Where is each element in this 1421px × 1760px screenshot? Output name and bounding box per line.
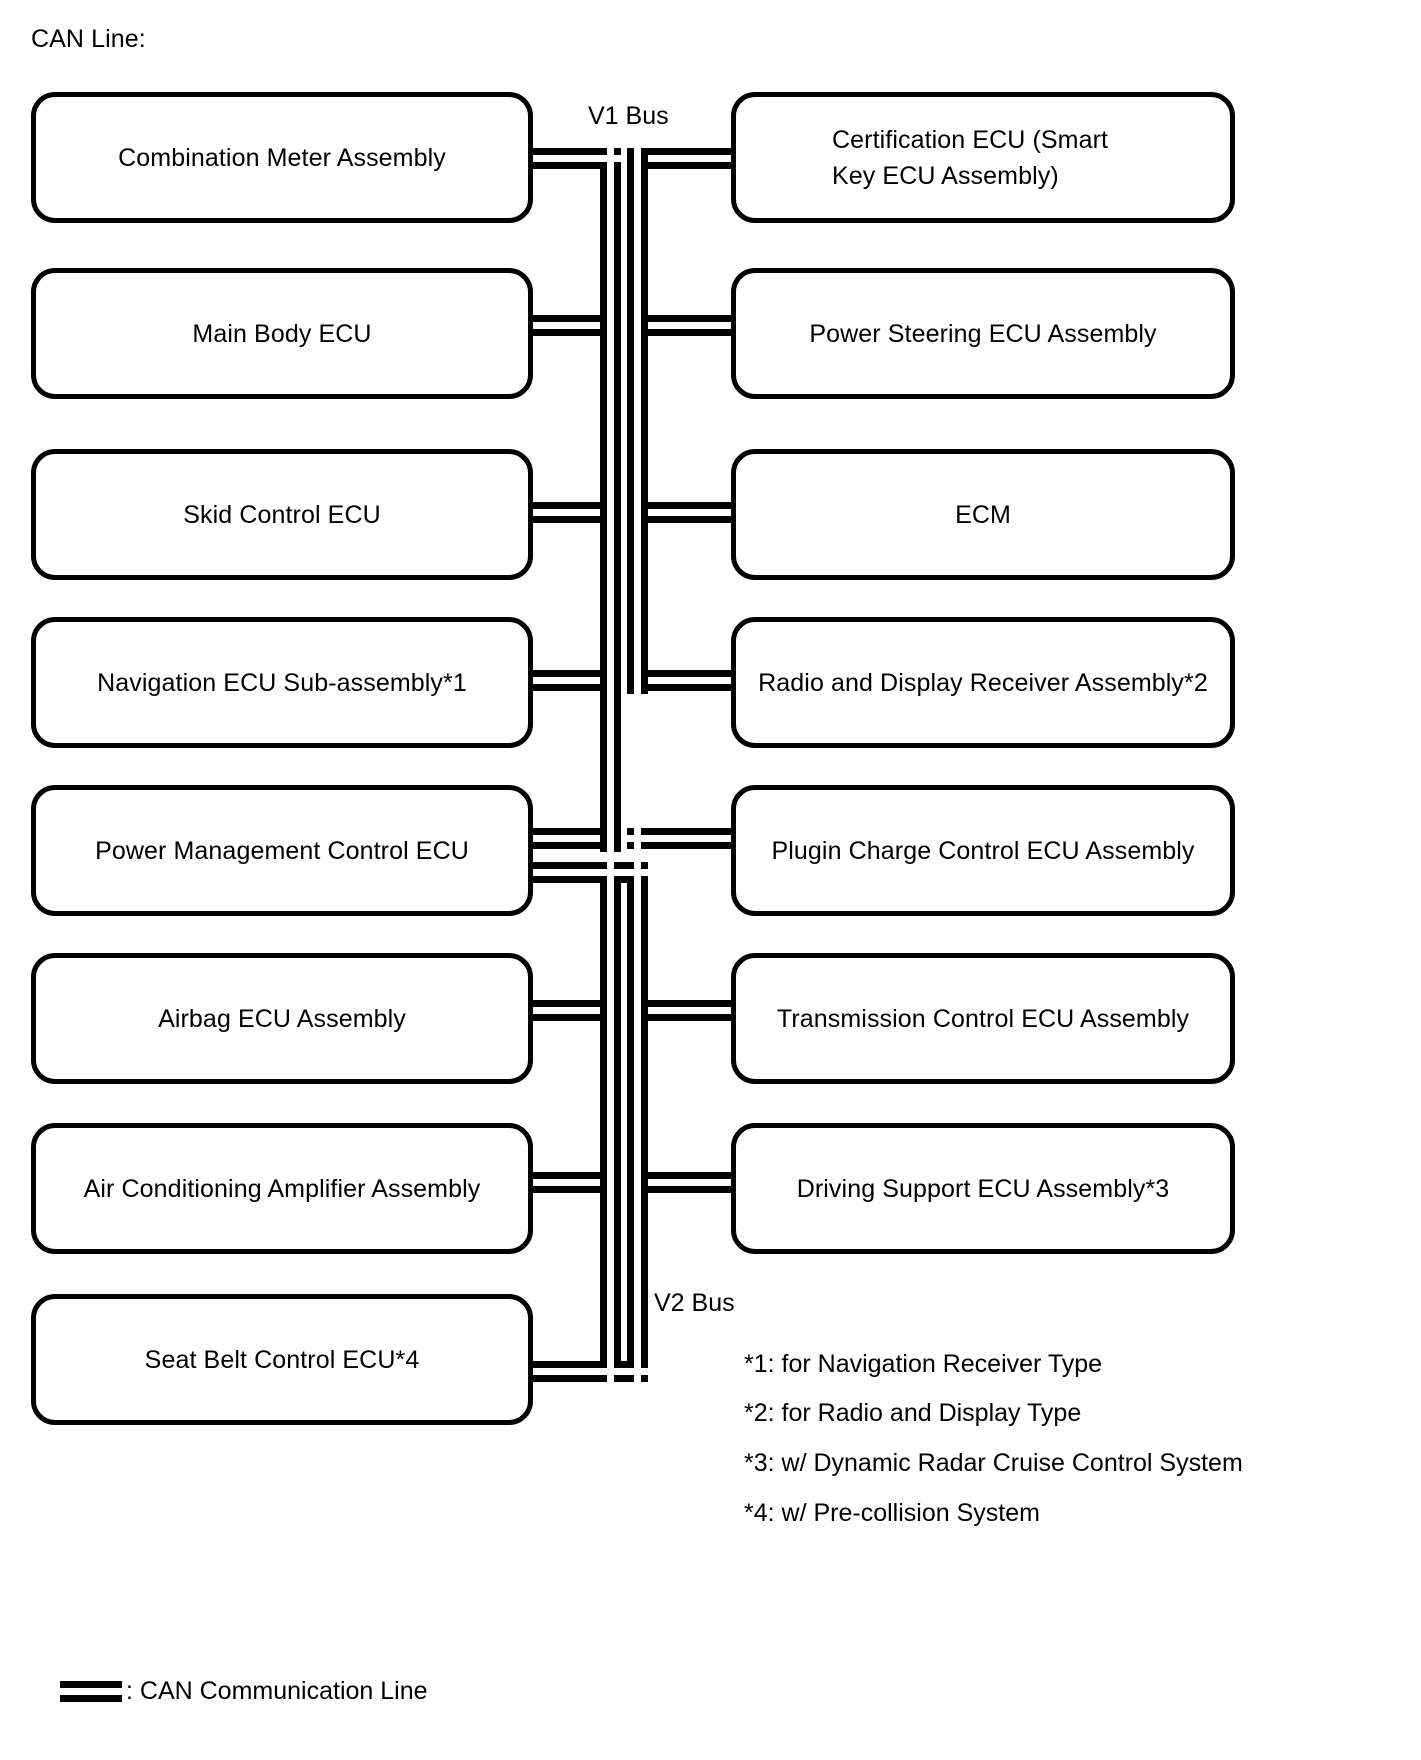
node-label: Power Management Control ECU [95, 836, 469, 865]
node-label: Airbag ECU Assembly [158, 1004, 406, 1033]
can-link-row-7-left [528, 1172, 621, 1193]
can-link-row-2-left [528, 315, 621, 336]
can-crossing-gap-r5-b [634, 828, 641, 849]
node-label: Certification ECU (Smart Key ECU Assembl… [832, 125, 1109, 190]
can-elbow-gap-row8 [600, 1368, 648, 1375]
can-crossing-gap-r5-a [607, 828, 614, 849]
page-title: CAN Line: [31, 25, 146, 53]
node-ecm[interactable]: ECM [731, 449, 1235, 580]
node-label: Radio and Display Receiver Assembly*2 [758, 668, 1208, 697]
footnote-4: *4: w/ Pre-collision System [744, 1499, 1040, 1527]
node-certification-ecu-smart-key[interactable]: Certification ECU (Smart Key ECU Assembl… [731, 92, 1235, 223]
node-main-body-ecu[interactable]: Main Body ECU [31, 268, 533, 399]
can-bus-v1-outer-vertical [627, 148, 648, 694]
can-crossing-gap-r4-b [634, 670, 641, 691]
footnote-3: *3: w/ Dynamic Radar Cruise Control Syst… [744, 1449, 1243, 1477]
can-crossing-gap-r2-a [607, 315, 614, 336]
can-link-row-4-left [528, 670, 621, 691]
can-elbow-gap-v2-origin [600, 869, 648, 876]
node-label: Skid Control ECU [183, 500, 381, 529]
node-transmission-control-ecu-assembly[interactable]: Transmission Control ECU Assembly [731, 953, 1235, 1084]
legend: : CAN Communication Line [60, 1676, 428, 1706]
footnote-2: *2: for Radio and Display Type [744, 1399, 1082, 1427]
can-bus-v1-inner-vertical [600, 148, 621, 852]
can-bus-v2-outer-vertical [627, 862, 648, 1382]
node-label: Plugin Charge Control ECU Assembly [771, 836, 1195, 865]
can-crossing-gap-r6-a [607, 1000, 614, 1021]
can-bus-v2-inner-vertical [600, 862, 621, 1382]
can-link-row-3-left [528, 502, 621, 523]
node-label: Seat Belt Control ECU*4 [144, 1345, 420, 1374]
node-power-management-control-ecu[interactable]: Power Management Control ECU [31, 785, 533, 916]
node-airbag-ecu-assembly[interactable]: Airbag ECU Assembly [31, 953, 533, 1084]
node-skid-control-ecu[interactable]: Skid Control ECU [31, 449, 533, 580]
can-crossing-gap-r3-a [607, 502, 614, 523]
can-crossing-gap-r7-a [607, 1172, 614, 1193]
node-combination-meter-assembly[interactable]: Combination Meter Assembly [31, 92, 533, 223]
can-crossing-gap-r2-b [634, 315, 641, 336]
legend-label: : CAN Communication Line [126, 1677, 428, 1705]
bus-label-v2: V2 Bus [654, 1289, 735, 1317]
can-crossing-gap-r1-b [634, 148, 641, 169]
can-elbow-gap-row1-turn [600, 155, 627, 162]
node-label: Navigation ECU Sub-assembly*1 [97, 668, 467, 697]
can-link-row-6-left [528, 1000, 621, 1021]
node-label: ECM [955, 500, 1011, 529]
footnote-1: *1: for Navigation Receiver Type [744, 1350, 1103, 1378]
can-link-row-1-left [528, 148, 621, 169]
node-label: Main Body ECU [192, 319, 372, 348]
can-crossing-gap-r6-b [634, 1000, 641, 1021]
bus-label-v1: V1 Bus [588, 102, 669, 130]
node-label: Air Conditioning Amplifier Assembly [83, 1174, 481, 1203]
node-driving-support-ecu-assembly[interactable]: Driving Support ECU Assembly*3 [731, 1123, 1235, 1254]
node-label: Combination Meter Assembly [118, 143, 446, 172]
can-crossing-gap-r3-b [634, 502, 641, 523]
node-label: Driving Support ECU Assembly*3 [796, 1174, 1170, 1203]
can-communication-line-icon [60, 1680, 122, 1702]
node-label: Power Steering ECU Assembly [809, 319, 1157, 348]
can-link-row-5-left [528, 828, 621, 849]
node-navigation-ecu-sub-assembly[interactable]: Navigation ECU Sub-assembly*1 [31, 617, 533, 748]
node-plugin-charge-control-ecu-assembly[interactable]: Plugin Charge Control ECU Assembly [731, 785, 1235, 916]
can-crossing-gap-r7-b [634, 1172, 641, 1193]
node-power-steering-ecu-assembly[interactable]: Power Steering ECU Assembly [731, 268, 1235, 399]
can-crossing-gap-r4-a [607, 670, 614, 691]
node-seat-belt-control-ecu[interactable]: Seat Belt Control ECU*4 [31, 1294, 533, 1425]
node-air-conditioning-amplifier-assembly[interactable]: Air Conditioning Amplifier Assembly [31, 1123, 533, 1254]
node-label: Transmission Control ECU Assembly [776, 1004, 1190, 1033]
node-radio-and-display-receiver-assembly[interactable]: Radio and Display Receiver Assembly*2 [731, 617, 1235, 748]
